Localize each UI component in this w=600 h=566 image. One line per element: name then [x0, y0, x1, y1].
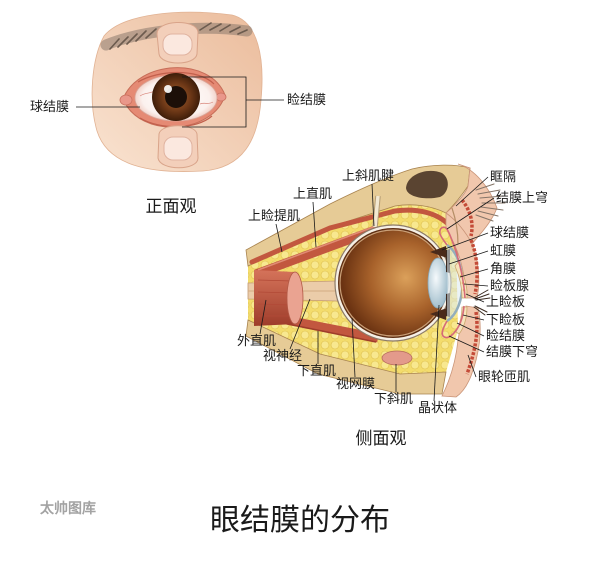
front-view: 球结膜 睑结膜 正面观 — [30, 11, 326, 216]
leader-line — [459, 268, 489, 278]
leader-line — [462, 314, 485, 321]
label-optic-nerve: 视神经 — [263, 348, 302, 363]
leader-line — [441, 232, 489, 251]
inferior-oblique-muscle — [381, 350, 413, 366]
front-leader-lines — [76, 76, 284, 128]
superior-oblique-tendon — [372, 195, 381, 228]
label-lens: 晶状体 — [418, 400, 457, 415]
label-lateral-rectus: 外直肌 — [237, 333, 276, 348]
lens — [427, 257, 449, 309]
label-cornea: 角膜 — [490, 261, 516, 276]
caruncle — [119, 94, 133, 106]
leader-line — [463, 283, 489, 287]
side-view-caption: 侧面观 — [356, 429, 407, 448]
leader-line — [465, 293, 485, 303]
orbicularis-muscle — [460, 198, 479, 375]
upper-finger — [156, 21, 199, 64]
label-superior-rectus: 上直肌 — [293, 186, 332, 201]
orbital-septum — [451, 207, 459, 245]
fingernail — [162, 33, 193, 56]
ciliary-body — [430, 246, 447, 320]
lateral-rectus-muscle — [254, 270, 304, 326]
label-front-bulbar-conjunctiva: 球结膜 — [30, 99, 69, 114]
leader-line — [446, 197, 495, 230]
eye-opening — [119, 67, 227, 128]
eye-highlight — [164, 85, 172, 93]
label-palpebral-conjunctiva: 睑结膜 — [486, 328, 525, 343]
label-meibomian-gland: 睑板腺 — [490, 278, 529, 293]
watermark: 太帅图库 — [40, 500, 96, 516]
side-leader-lines — [259, 176, 495, 402]
eyelashes — [473, 289, 491, 316]
lower-finger — [157, 125, 199, 169]
fingernail — [163, 136, 193, 161]
side-view: 上斜肌腱 眶隔 结膜上穹 上直肌 上睑提肌 球结膜 虹膜 角膜 睑板腺 上睑板 … — [237, 163, 548, 448]
label-front-palpebral-conjunctiva: 睑结膜 — [287, 92, 326, 107]
label-bulbar-conjunctiva: 球结膜 — [490, 225, 529, 240]
label-levator: 上睑提肌 — [248, 208, 300, 223]
leader-line — [448, 335, 485, 353]
eyelids — [439, 163, 506, 398]
eyebrow-hairs — [475, 183, 506, 222]
label-inferior-rectus: 下直肌 — [297, 363, 336, 378]
frontal-sinus — [406, 170, 448, 199]
label-orbicularis: 眼轮匝肌 — [478, 369, 530, 384]
leader-line — [289, 298, 311, 350]
leader-line — [371, 183, 375, 227]
label-superior-oblique-tendon: 上斜肌腱 — [342, 168, 394, 183]
label-iris: 虹膜 — [490, 243, 516, 258]
front-view-caption: 正面观 — [146, 197, 197, 216]
leader-line — [275, 223, 283, 253]
eyeball — [334, 224, 464, 342]
label-orbital-septum: 眶隔 — [490, 169, 516, 184]
label-inferior-fornix: 结膜下穹 — [486, 344, 538, 359]
leader-line — [456, 322, 485, 337]
leader-line — [259, 299, 267, 335]
side-labels: 上斜肌腱 眶隔 结膜上穹 上直肌 上睑提肌 球结膜 虹膜 角膜 睑板腺 上睑板 … — [237, 168, 548, 415]
label-inferior-oblique: 下斜肌 — [374, 391, 413, 406]
leader-line — [433, 304, 440, 402]
page-title: 眼结膜的分布 — [210, 504, 390, 537]
leader-line — [312, 201, 317, 248]
label-retina: 视网膜 — [336, 376, 375, 391]
leader-line — [455, 176, 489, 207]
leader-line — [467, 354, 477, 378]
label-lower-tarsus: 下睑板 — [486, 312, 525, 327]
label-superior-fornix: 结膜上穹 — [496, 190, 548, 205]
label-upper-tarsus: 上睑板 — [486, 294, 525, 309]
leader-line — [448, 250, 489, 265]
leader-line — [351, 317, 356, 378]
leader-bracket — [182, 76, 247, 128]
